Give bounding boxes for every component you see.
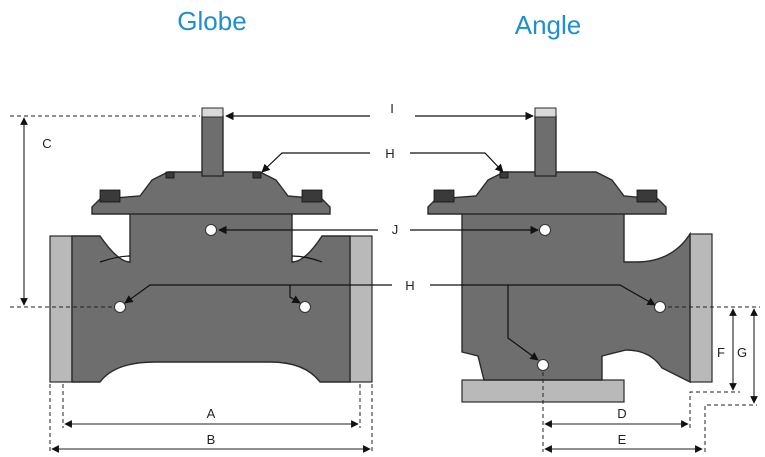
globe-left-flange (49, 235, 73, 383)
dimension-lines (10, 115, 760, 453)
label-a: A (207, 406, 216, 421)
label-g: G (737, 345, 747, 360)
label-e: E (618, 432, 627, 447)
angle-port-h-side (654, 301, 666, 313)
label-c: C (42, 136, 51, 151)
label-i: I (390, 101, 394, 116)
angle-bolt-left (433, 189, 455, 203)
globe-port-plug-left (165, 171, 175, 179)
globe-valve (49, 107, 373, 383)
globe-body (71, 211, 351, 383)
angle-side-flange (689, 233, 713, 383)
globe-port-h-right (299, 301, 311, 313)
angle-bolt-right (636, 189, 658, 203)
globe-right-flange (349, 235, 373, 383)
angle-port-h-bottom (537, 359, 549, 371)
label-h-top: H (385, 146, 394, 161)
label-d: D (617, 406, 626, 421)
angle-cover (427, 171, 667, 215)
globe-stem-cap (201, 107, 224, 118)
globe-stem (201, 115, 224, 177)
angle-port-plug (499, 171, 509, 179)
globe-bolt-right (301, 189, 323, 203)
angle-valve (427, 107, 713, 403)
globe-port-plug-right (252, 171, 262, 179)
globe-cover (91, 171, 331, 215)
globe-title: Globe (177, 6, 246, 36)
label-j: J (392, 222, 399, 237)
label-f: F (717, 345, 725, 360)
globe-bolt-left (99, 189, 121, 203)
globe-port-j (205, 224, 217, 236)
label-b: B (207, 432, 216, 447)
globe-port-h-left (114, 301, 126, 313)
angle-port-j (539, 224, 551, 236)
angle-body (461, 211, 691, 384)
angle-stem (534, 115, 557, 177)
angle-title: Angle (515, 10, 582, 40)
angle-bottom-flange (461, 379, 625, 403)
angle-stem-cap (534, 107, 557, 118)
leader-lines (124, 111, 656, 361)
label-h-mid: H (405, 278, 414, 293)
